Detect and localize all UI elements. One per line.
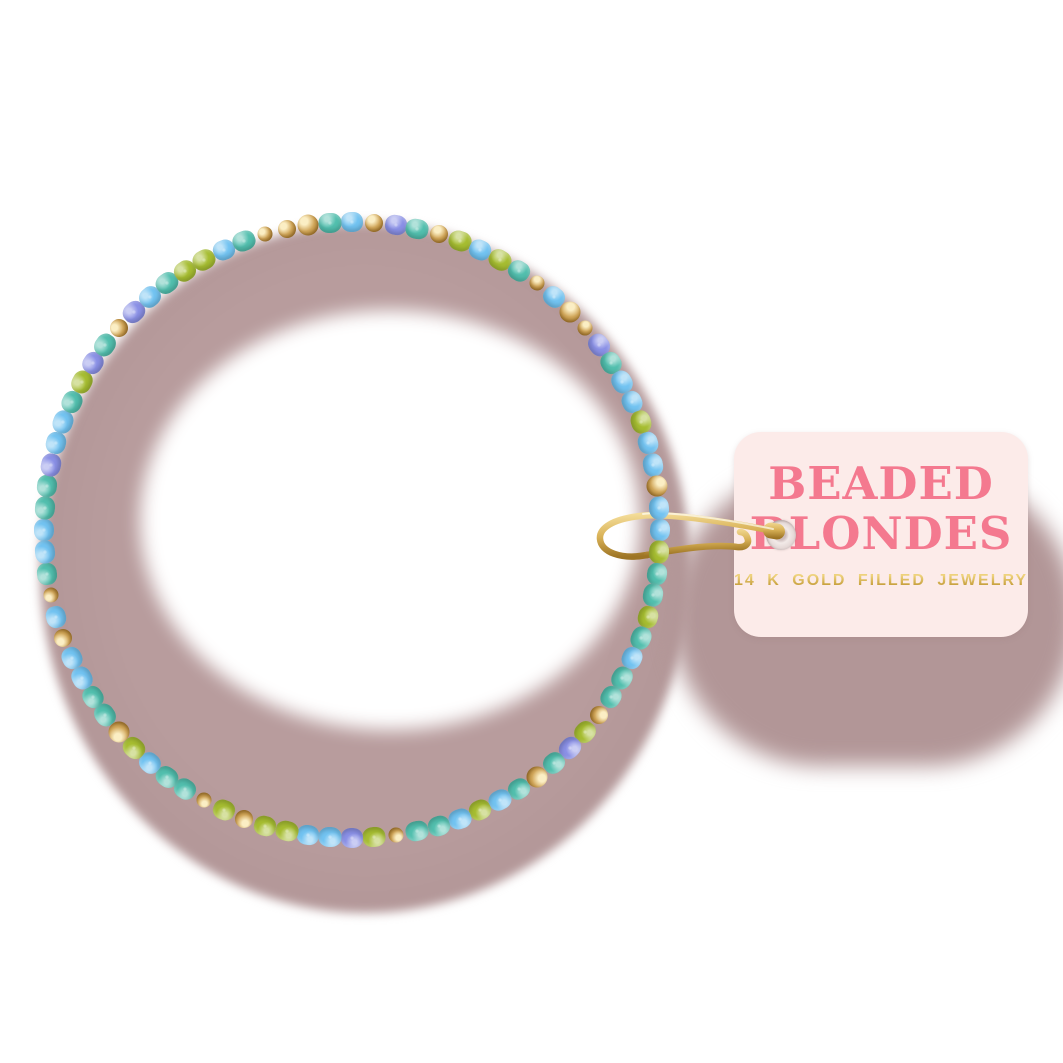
bracelet-shadow-hole: [140, 310, 640, 730]
brand-tag: BEADED BLONDES 14 K GOLD FILLED JEWELRY: [734, 432, 1028, 637]
brand-name-line1: BEADED: [768, 457, 994, 510]
tag-subtitle: 14 K GOLD FILLED JEWELRY: [734, 572, 1029, 589]
safety-pin-icon: [596, 512, 785, 560]
